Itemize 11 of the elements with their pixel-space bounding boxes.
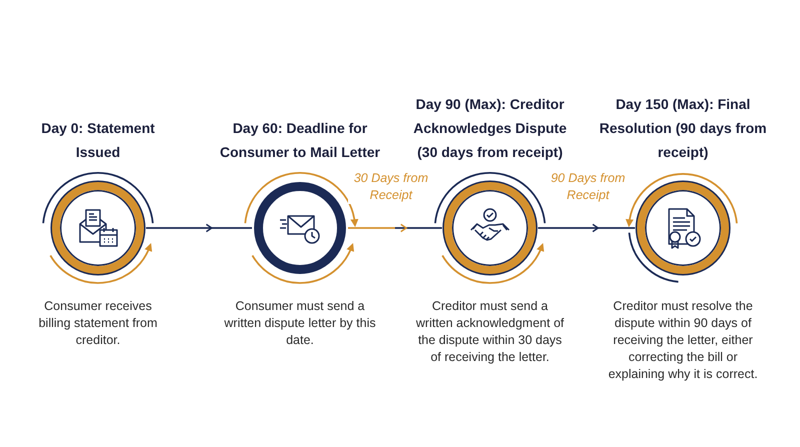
- step-heading: Day 0: Statement Issued: [40, 119, 156, 162]
- arrow: [347, 224, 443, 232]
- step-heading: Day 60: Deadline for Consumer to Mail Letter: [218, 119, 382, 162]
- arrow: [145, 224, 253, 232]
- step-description: Creditor must resolve the dispute within 90 days of receiving the letter, either correcting the bill or explaining why it is correct.: [607, 298, 759, 383]
- step-description: Creditor must send a written acknowledgment of the dispute within 30 days of receiving the letter.: [415, 298, 565, 366]
- arrow: [537, 224, 636, 232]
- step-heading: Day 150 (Max): Final Resolution (90 days from receipt): [599, 95, 767, 162]
- step-description: Consumer receives billing statement from creditor.: [38, 298, 158, 349]
- step-heading: Day 90 (Max): Creditor Acknowledges Dispute (30 days from receipt): [412, 95, 568, 162]
- step-description: Consumer must send a written dispute letter by this date.: [223, 298, 377, 349]
